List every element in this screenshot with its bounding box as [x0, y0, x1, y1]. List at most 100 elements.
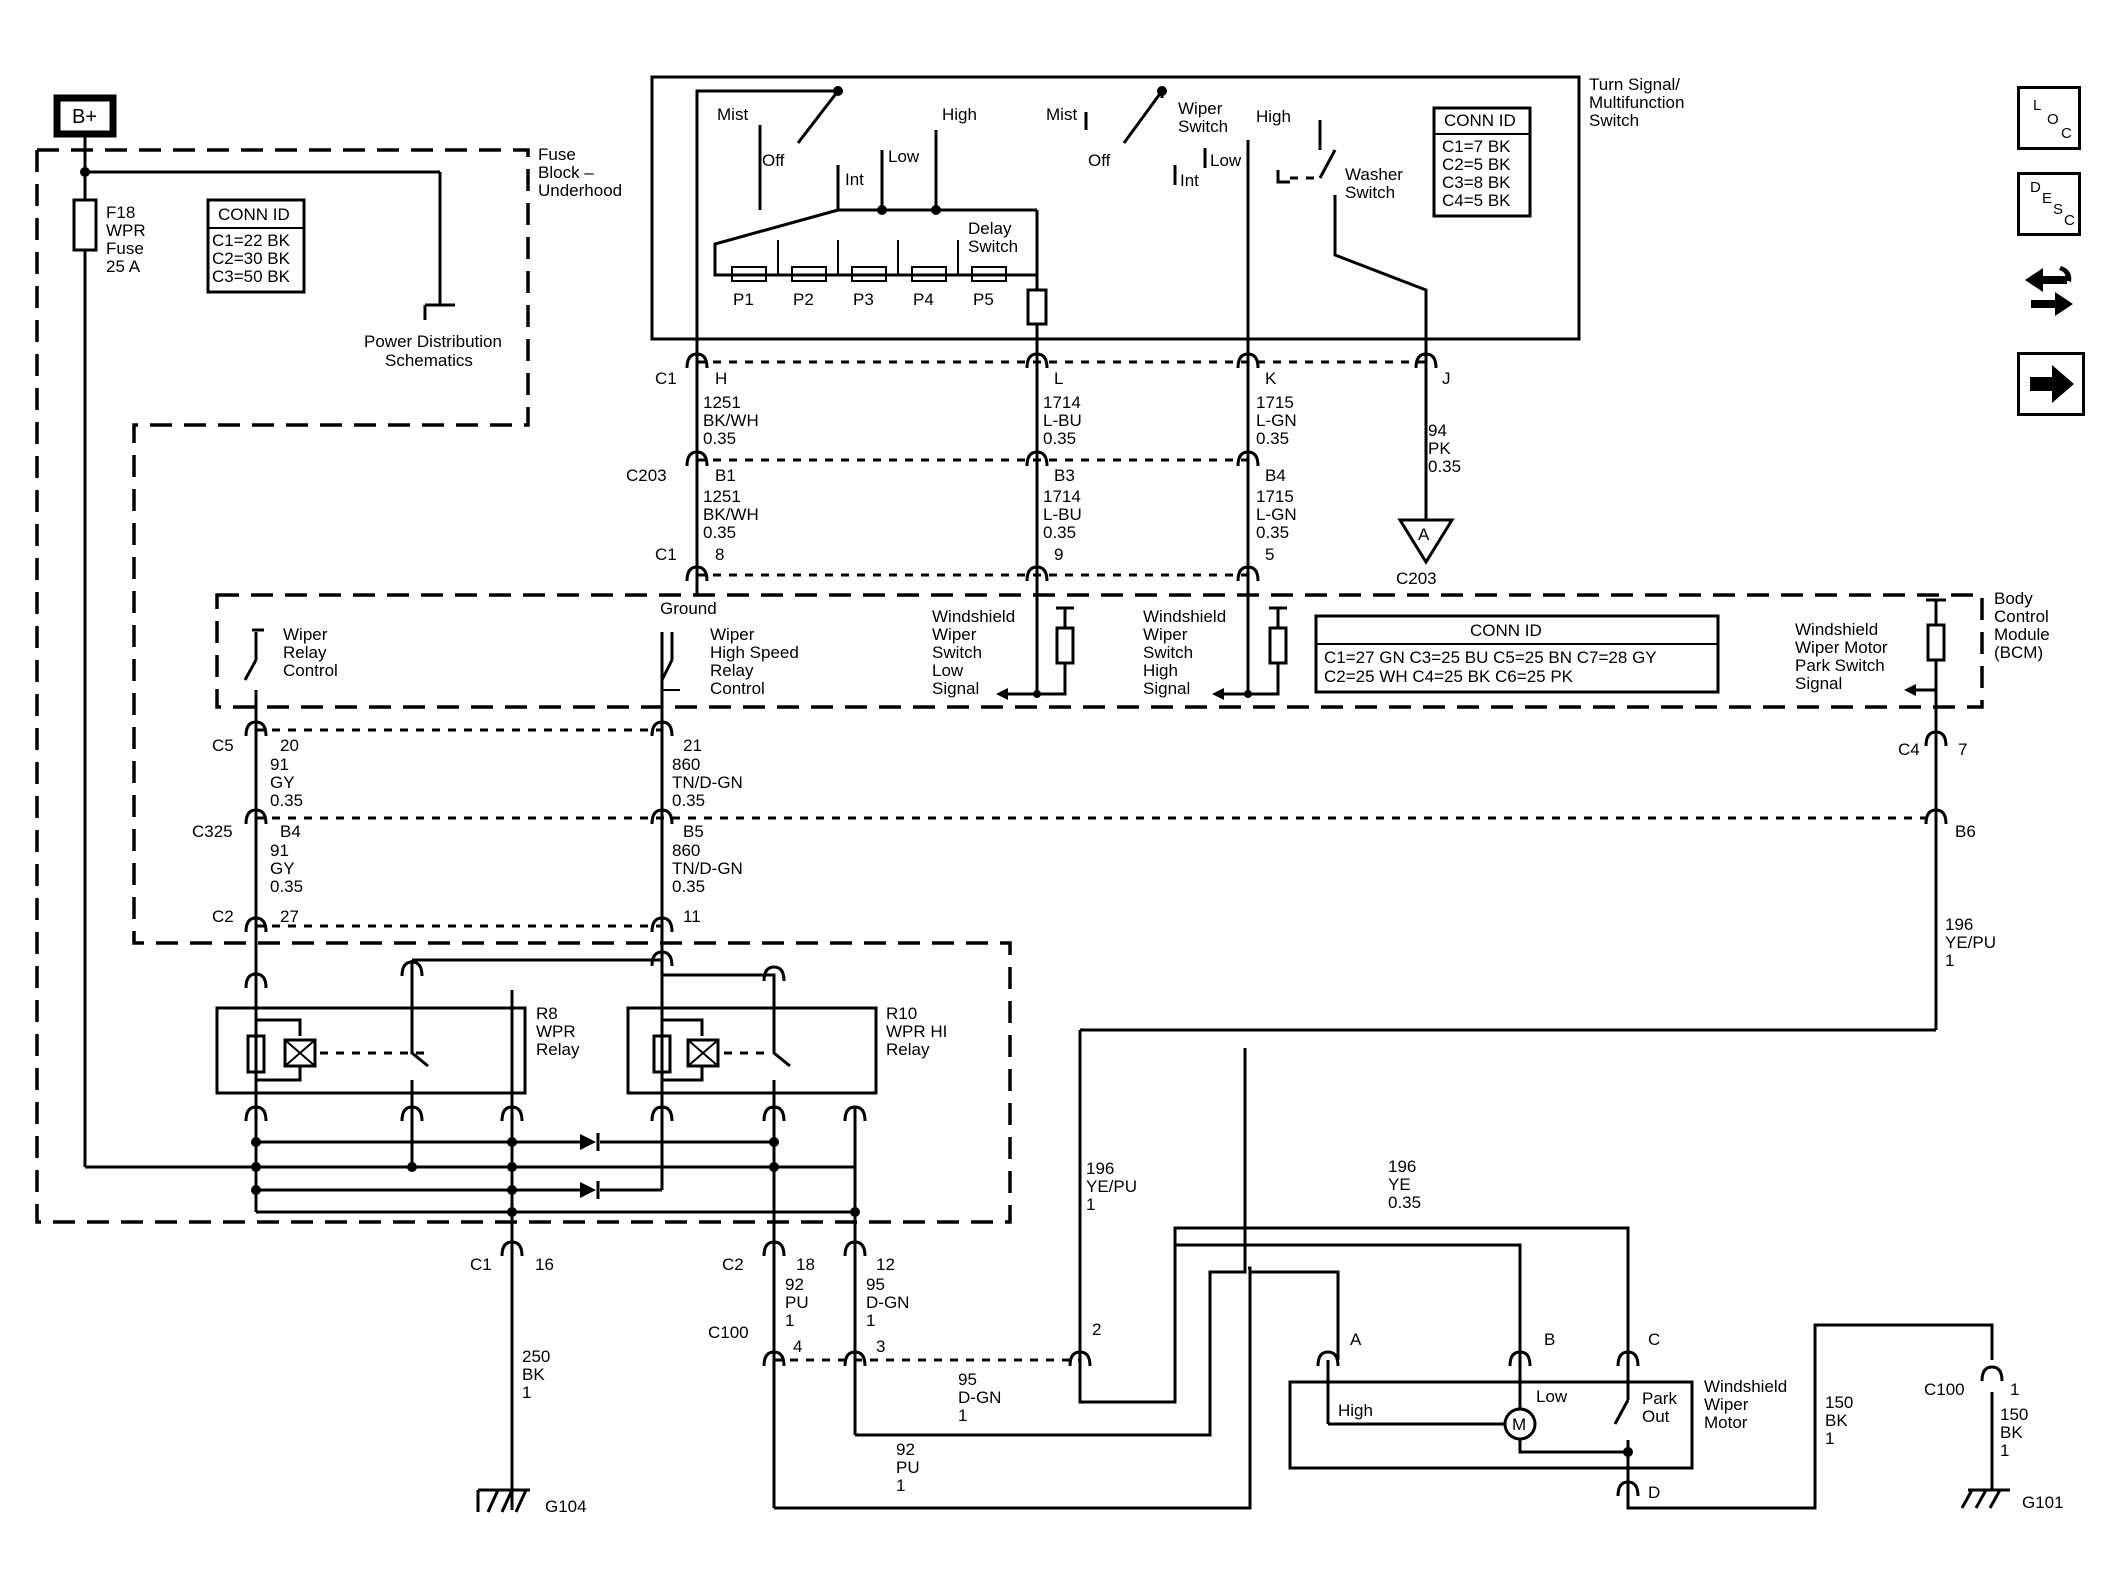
battery-positive: B+	[53, 94, 117, 172]
w91-color: GY	[270, 773, 295, 792]
connector-pin-icon	[1414, 352, 1438, 369]
delay-switch-2: Switch	[968, 237, 1018, 256]
motor-pin-b: B	[1544, 1330, 1555, 1349]
c4-label: C4	[1898, 740, 1920, 759]
high-label: High	[942, 105, 977, 124]
c325-label: C325	[192, 822, 233, 841]
w1715-gauge: 0.35	[1256, 429, 1289, 448]
w196a-color: YE/PU	[1945, 933, 1996, 952]
loc-c: C	[2061, 125, 2072, 142]
ground-g104-icon	[476, 1488, 530, 1513]
r8-label-1: R8	[536, 1004, 558, 1023]
w1714-num: 1714	[1043, 393, 1081, 412]
motor-high: High	[1338, 1401, 1373, 1420]
park-signal-1: Windshield	[1795, 620, 1878, 639]
connector-pin-icon	[1068, 1350, 1092, 1367]
pin-4: 4	[793, 1337, 802, 1356]
pin-b4: B4	[1265, 466, 1286, 485]
connector-pin-icon	[244, 1105, 268, 1122]
b-plus-label: B+	[72, 106, 97, 128]
fuse-block-title-2: Block –	[538, 163, 594, 182]
wiper-switch-1: Wiper	[1178, 99, 1223, 118]
pin-11: 11	[683, 907, 701, 926]
connector-pin-icon	[1236, 565, 1260, 582]
r8-label-3: Relay	[536, 1040, 580, 1059]
connector-pin-icon	[400, 960, 424, 977]
w860b-color: TN/D-GN	[672, 859, 743, 878]
mid-circuits: C5 20 21 91 GY 0.35 860 TN/D-GN 0.35 C32…	[192, 728, 1996, 1360]
bcm-title-2: Control	[1994, 607, 2049, 626]
fuse-conn-id-box	[206, 198, 306, 294]
pin-20: 20	[280, 736, 299, 755]
connector-pin-icon	[244, 972, 268, 989]
connector-pin-icon	[400, 1105, 424, 1122]
low-signal-1: Windshield	[932, 607, 1015, 626]
relays: R8 WPR Relay R10 WPR HI Relay	[215, 958, 947, 1250]
w92b-gauge: 1	[896, 1476, 905, 1495]
fuse-conn-id-3: C3=50 BK	[212, 267, 291, 286]
w150b-num: 150	[2000, 1405, 2028, 1424]
delay-switch-1: Delay	[968, 219, 1012, 238]
fuse-f18	[72, 198, 98, 252]
w196a-gauge: 1	[1945, 951, 1954, 970]
connector-pin-icon	[1980, 1365, 2004, 1382]
w196c-num: 196	[1388, 1157, 1416, 1176]
connector-pin-icon	[843, 1105, 867, 1122]
low2-label: Low	[1210, 151, 1242, 170]
high2-label: High	[1256, 107, 1291, 126]
pin-1: 1	[2010, 1380, 2019, 1399]
w1251-gauge: 0.35	[703, 429, 736, 448]
loc-button[interactable]: L O C	[2017, 86, 2081, 150]
fuse-block-title-3: Underhood	[538, 181, 622, 200]
lower-circuits: C1 16 250 BK 1 G104 C2 18 12 92 PU 1 95 …	[470, 1048, 2064, 1516]
high-signal-2: Wiper	[1143, 625, 1188, 644]
connector-pin-icon	[762, 1350, 786, 1367]
w1715b-color: L-GN	[1256, 505, 1297, 524]
wrench-arrows-icon	[2025, 266, 2073, 316]
connector-pin-icon	[1508, 1350, 1532, 1367]
connector-pin-icon	[1924, 730, 1948, 747]
low-signal-4: Low	[932, 661, 964, 680]
pin-3: 3	[876, 1337, 885, 1356]
pot-p3: P3	[853, 290, 874, 309]
connector-pin-icon	[1025, 352, 1049, 369]
w1251-color: BK/WH	[703, 411, 759, 430]
off2-label: Off	[1088, 151, 1111, 170]
w150b-color: BK	[2000, 1423, 2023, 1442]
w196c-color: YE	[1388, 1175, 1411, 1194]
bcm-conn-id-1: C1=27 GN C3=25 BU C5=25 BN C7=28 GY	[1324, 648, 1657, 667]
w1715b-num: 1715	[1256, 487, 1294, 506]
w196b-num: 196	[1086, 1159, 1114, 1178]
pin-18: 18	[796, 1255, 815, 1274]
w860b-gauge: 0.35	[672, 877, 705, 896]
desc-s: S	[2053, 201, 2064, 218]
low-signal-2: Wiper	[932, 625, 977, 644]
pot-p4: P4	[913, 290, 934, 309]
connector-pin-icon	[843, 1350, 867, 1367]
w95b-num: 95	[958, 1370, 977, 1389]
connector-pin-icon	[1616, 1350, 1640, 1367]
triangle-a: A	[1418, 525, 1430, 544]
desc-d: D	[2030, 179, 2041, 196]
switch-title-2: Multifunction	[1589, 93, 1684, 112]
power-dist-2: Schematics	[385, 351, 473, 370]
int2-label: Int	[1180, 171, 1199, 190]
w95b-gauge: 1	[958, 1406, 967, 1425]
desc-button[interactable]: D E S C	[2017, 172, 2081, 236]
high-signal-3: Switch	[1143, 643, 1193, 662]
high-signal-1: Windshield	[1143, 607, 1226, 626]
park-signal-2: Wiper Motor	[1795, 638, 1888, 657]
wiper-relay-1: Wiper	[283, 625, 328, 644]
power-dist-1: Power Distribution	[364, 332, 502, 351]
connector-pin-icon	[685, 450, 709, 467]
w1715-color: L-GN	[1256, 411, 1297, 430]
wrench-arrows-button[interactable]	[2017, 262, 2081, 326]
w250-color: BK	[522, 1365, 545, 1384]
pin-b6: B6	[1955, 822, 1976, 841]
connector-pin-icon	[244, 720, 268, 737]
c203-triangle-label: C203	[1396, 569, 1437, 588]
park-signal-4: Signal	[1795, 674, 1842, 693]
pin-b5: B5	[683, 822, 704, 841]
w92-num: 92	[785, 1275, 804, 1294]
next-page-button[interactable]	[2017, 352, 2085, 416]
